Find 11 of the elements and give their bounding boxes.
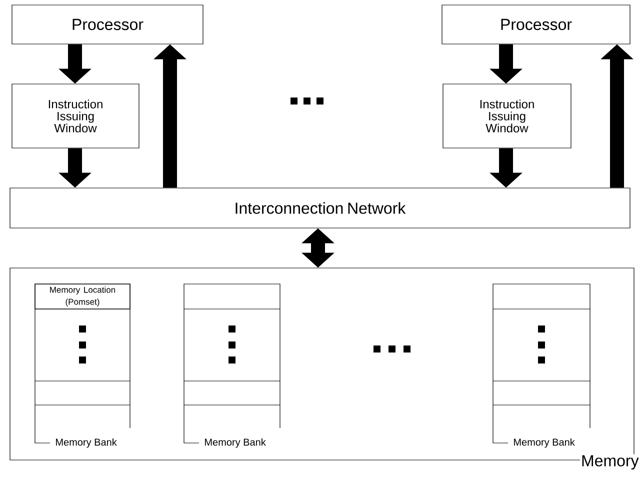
memory-bank-drawing: Memory Bank (492, 284, 590, 448)
memory-location-cell: Memory Location (Pomset) (34, 284, 130, 310)
memory-bank-drawing: Memory Bank (184, 284, 280, 448)
node-label: Memory Bank (514, 438, 575, 448)
process-box: Processor (12, 4, 204, 44)
window-box: Instruction Issuing Window (442, 84, 572, 148)
process-box: Processor (442, 4, 630, 44)
process-box: Interconnection Network (10, 188, 630, 228)
node-label: Memory Bank (205, 438, 266, 448)
node-label: Memory Bank (56, 438, 117, 448)
window-box: Instruction Issuing Window (12, 84, 140, 148)
